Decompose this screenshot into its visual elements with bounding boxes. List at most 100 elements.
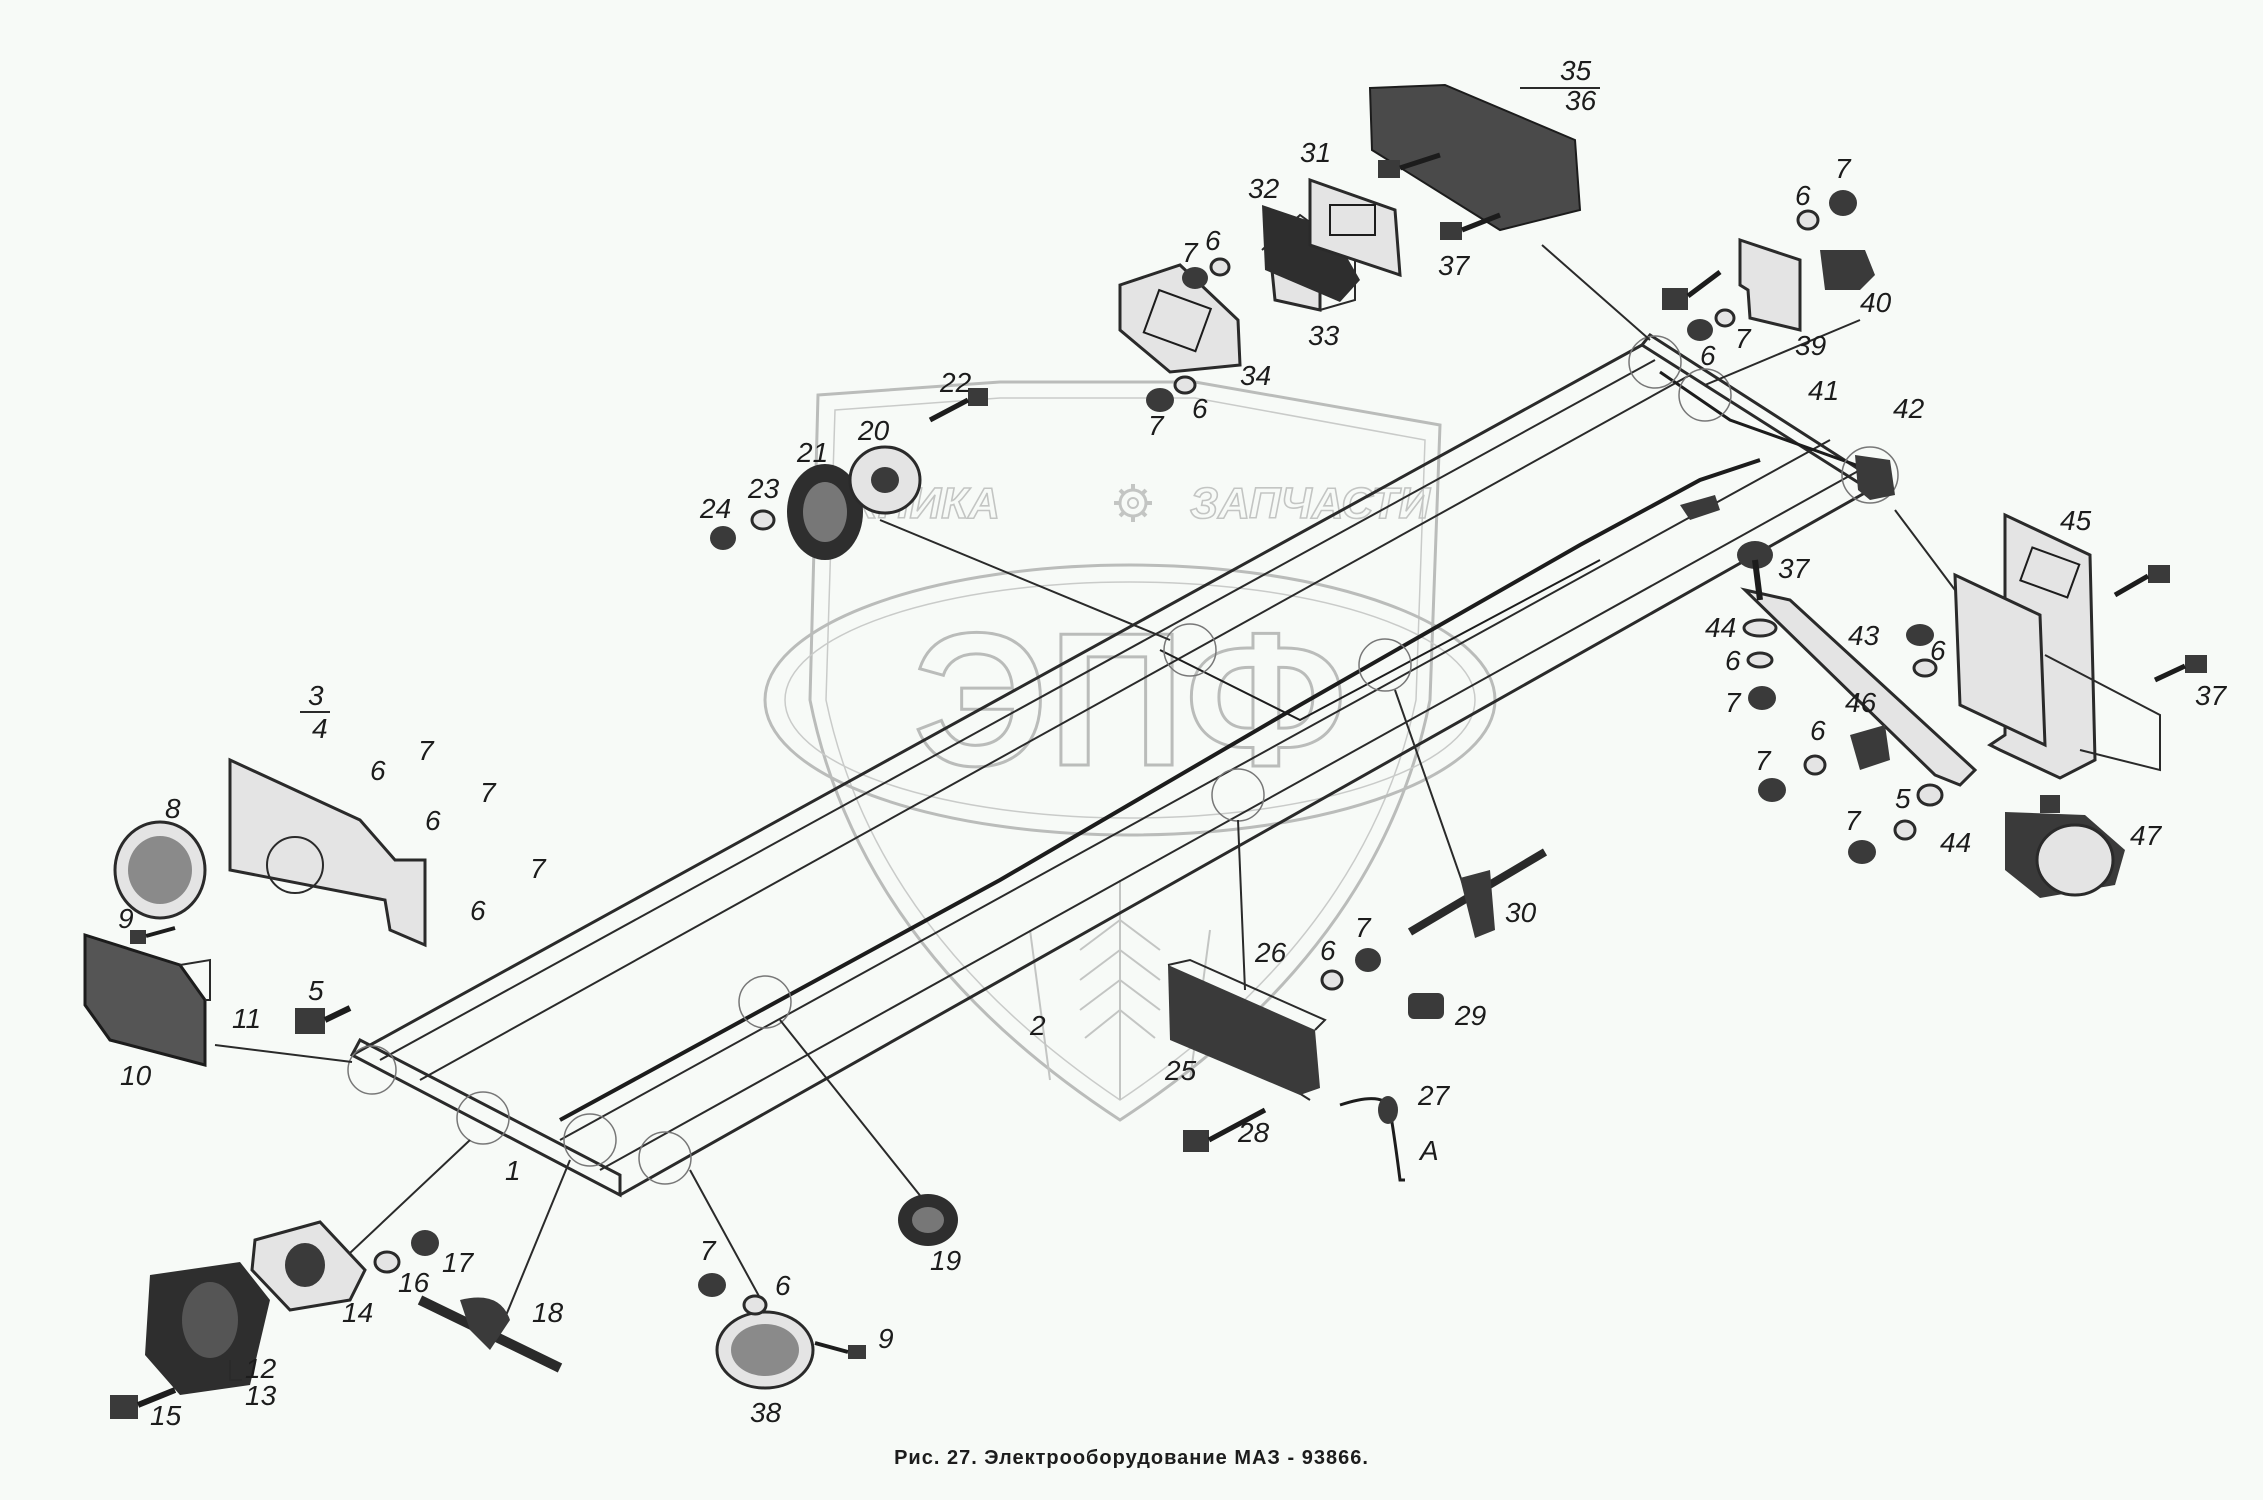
callout-6-f: 6 (1192, 393, 1208, 424)
callout-7-d: 7 (700, 1235, 717, 1266)
frame-front-crossmember (1639, 333, 1874, 495)
callout-21: 21 (796, 437, 828, 468)
callout-36: 36 (1565, 85, 1597, 116)
washer-6-top-b (1173, 375, 1197, 395)
callout-41: 41 (1808, 375, 1839, 406)
callout-labels: 1 2 3 4 5 5 6 6 6 6 6 6 6 6 6 6 6 6 7 7 … (118, 55, 2228, 1431)
callout-7-a: 7 (418, 735, 435, 766)
nut-7-bottom (698, 1273, 726, 1297)
callout-A: A (1418, 1135, 1439, 1166)
nut-7-top-b (1146, 388, 1174, 412)
detail-circle-mid-4 (1358, 638, 1412, 692)
bolt-front-right (1662, 270, 1722, 310)
callout-4: 4 (312, 713, 328, 744)
callout-7-h: 7 (1835, 153, 1852, 184)
gasket-34 (1118, 263, 1242, 374)
front-wiring-branch (1659, 370, 1871, 472)
callout-23: 23 (747, 473, 780, 504)
nut-7-mid (1748, 686, 1776, 710)
washer-23 (750, 509, 776, 531)
detail-circle-front-1 (1628, 335, 1682, 389)
detail-circle-rear-2 (563, 1113, 617, 1167)
washer-6-top-a (1209, 257, 1231, 277)
callout-6-e: 6 (1205, 225, 1221, 256)
detail-circle-front-2 (1678, 368, 1732, 422)
callout-44-bottom: 44 (1940, 827, 1971, 858)
callout-39: 39 (1795, 330, 1826, 361)
trailer-socket-12 (145, 1262, 270, 1395)
callout-12: 12 (245, 1353, 277, 1384)
frame-inner-rail-1 (379, 359, 1656, 1061)
callout-3: 3 (308, 680, 324, 711)
detail-circle-mid-3 (1163, 623, 1217, 677)
frame-outer-left-rail (351, 343, 1643, 1057)
bolt-5 (295, 1005, 352, 1034)
washer-6-bottom (742, 1294, 768, 1316)
callout-32: 32 (1248, 173, 1280, 204)
bolt-37-right (2153, 655, 2207, 683)
callout-6-l: 6 (1930, 635, 1946, 666)
frame-plate-31 (1308, 177, 1402, 278)
harness-clamp-18 (417, 1295, 563, 1373)
callout-14: 14 (342, 1297, 373, 1328)
callout-1: 1 (505, 1155, 521, 1186)
callout-33: 33 (1308, 320, 1340, 351)
callout-25: 25 (1164, 1055, 1197, 1086)
callout-7-f: 7 (1148, 410, 1165, 441)
lamp-32 (1262, 205, 1360, 302)
callout-19: 19 (930, 1245, 961, 1276)
connector-29 (1408, 993, 1444, 1019)
nut-7-right-b (1848, 840, 1876, 864)
callout-22: 22 (939, 367, 972, 398)
washer-16 (373, 1250, 401, 1274)
bolt-37-top-2 (1440, 212, 1501, 240)
socket-flange-14 (250, 1220, 367, 1312)
harness-clip-30 (1407, 848, 1548, 938)
callout-27: 27 (1417, 1080, 1451, 1111)
callout-12-13-bracket (229, 1360, 242, 1381)
bolt-9-bottom (814, 1341, 866, 1359)
mounting-plate-45 (1953, 512, 2161, 780)
bolt-9-left (130, 926, 176, 944)
callout-9-bottom: 9 (878, 1323, 894, 1354)
rear-bracket-hole (266, 836, 324, 894)
bolt-37-mid (1737, 541, 1773, 601)
callout-5-right: 5 (1895, 783, 1911, 814)
nut-7-front-b (1687, 319, 1713, 341)
rear-lamp-bracket (228, 757, 427, 948)
detail-circle-mid-1 (738, 975, 792, 1029)
callout-6-b: 6 (425, 805, 441, 836)
nut-45-a (1906, 624, 1934, 646)
bolt-37-top (1378, 152, 1441, 178)
nut-7-top-a (1182, 267, 1208, 289)
callout-9-left: 9 (118, 903, 134, 934)
callout-6-i: 6 (1700, 340, 1716, 371)
callout-38: 38 (750, 1397, 782, 1428)
callout-5-left: 5 (308, 975, 324, 1006)
connector-40 (1820, 250, 1875, 290)
callout-28: 28 (1237, 1117, 1270, 1148)
bolt-15 (110, 1387, 177, 1419)
nut-7-right (1758, 778, 1786, 802)
callout-8: 8 (165, 793, 181, 824)
watermark-logo-oval-inner (784, 581, 1476, 819)
callout-43: 43 (1848, 620, 1880, 651)
washer-44-bottom (1916, 783, 1944, 807)
callout-6-d: 6 (775, 1270, 791, 1301)
bolt-22 (928, 388, 988, 423)
bolt-45-top (2113, 565, 2170, 598)
callout-6-j: 6 (1725, 645, 1741, 676)
callout-11: 11 (232, 1003, 261, 1034)
frame-outer-right-rail (619, 488, 1871, 1197)
callout-6-k: 6 (1810, 715, 1826, 746)
side-marker-lamp-38 (715, 1310, 815, 1390)
callout-37-mid: 37 (1778, 553, 1811, 584)
callout-45: 45 (2060, 505, 2092, 536)
lamp-47 (2005, 795, 2125, 898)
nut-7-front-a (1829, 190, 1857, 216)
connector-42 (1855, 455, 1895, 500)
callout-44-top: 44 (1705, 612, 1736, 643)
callout-20: 20 (857, 415, 890, 446)
callout-17: 17 (442, 1247, 475, 1278)
gear-icon (1114, 484, 1152, 522)
